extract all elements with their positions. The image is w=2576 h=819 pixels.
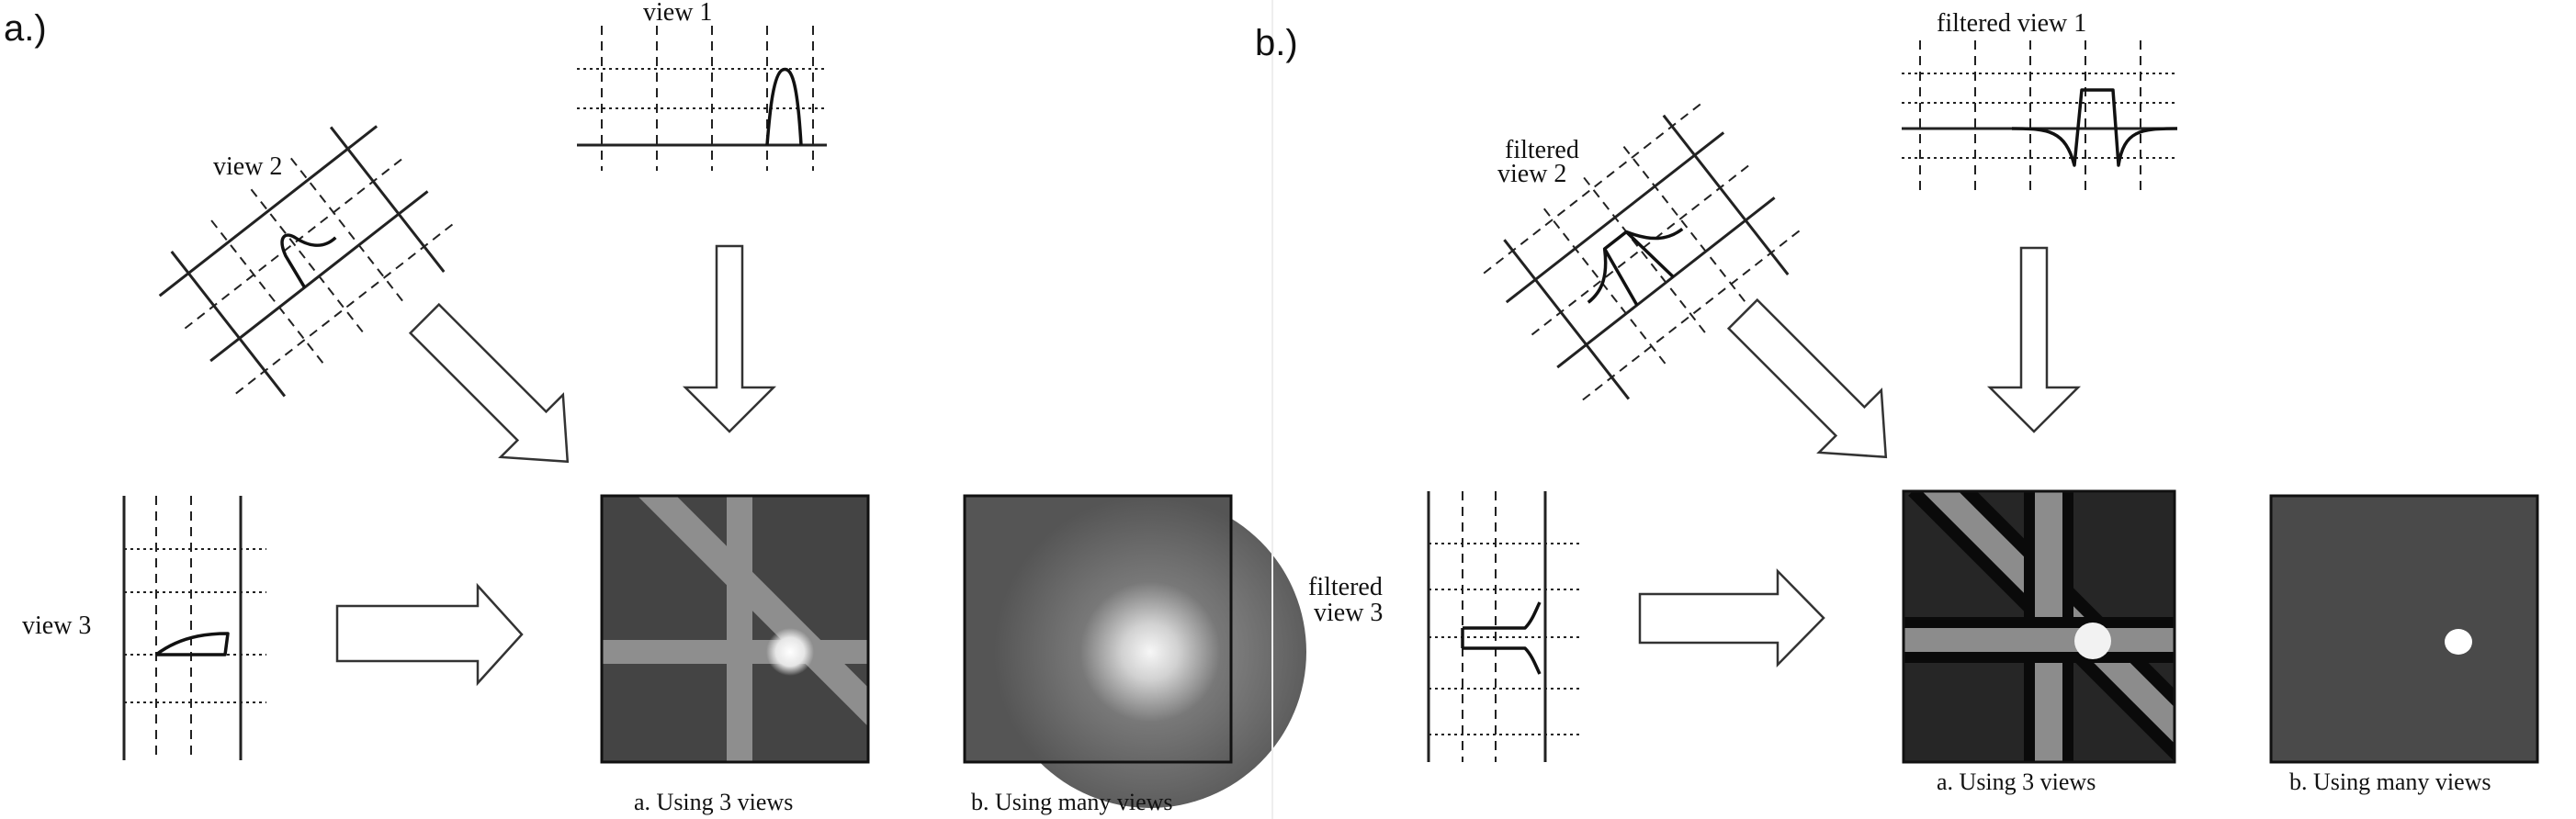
- panel-b-arrow-view2: [1726, 297, 1888, 459]
- panel-b-view3-label-line2: view 3: [1314, 599, 1383, 627]
- panel-b-view3-label-line1: filtered: [1308, 573, 1383, 601]
- panel-b-view2-profile: [1587, 227, 1684, 307]
- panel-a-caption-many: b. Using many views: [971, 789, 1173, 815]
- panel-a-view2-profile: [280, 233, 337, 288]
- panel-b-view3-profile: [1461, 601, 1542, 675]
- panel-a-view1-profile: [765, 67, 803, 146]
- panel-a-view1-label: view 1: [643, 0, 712, 27]
- panel-a-image-many: [963, 494, 1306, 808]
- panel-b-view2-grid: [1483, 103, 1801, 401]
- panel-b: b.) filtered view 1 filtered view 2: [1255, 9, 2539, 795]
- panel-b-view1-profile: [2011, 88, 2178, 167]
- panel-b-caption-3views: a. Using 3 views: [1937, 769, 2096, 795]
- panel-a-view3-profile: [154, 632, 230, 656]
- panel-b-arrow-view1: [1986, 246, 2082, 433]
- panel-a-view2-grid: [158, 125, 454, 398]
- panel-a-view1-grid: [577, 26, 827, 171]
- panel-a-arrow-view1: [682, 244, 777, 433]
- panel-b-view3-grid: [1427, 491, 1580, 762]
- panel-a-arrow-view2: [408, 302, 570, 464]
- panel-a: a.) view 1 view 2: [4, 0, 1306, 815]
- panel-a-view3-grid: [122, 496, 266, 760]
- panel-a-view2-label: view 2: [213, 152, 282, 181]
- panel-a-arrow-view3: [335, 582, 524, 687]
- panel-b-view1-label: filtered view 1: [1937, 9, 2086, 38]
- panel-b-label: b.): [1255, 23, 1298, 63]
- panel-a-image-3views: [600, 494, 870, 764]
- panel-b-view2-label-line2: view 2: [1497, 160, 1566, 188]
- panel-b-arrow-view3: [1638, 567, 1825, 668]
- panel-b-view1-grid: [1902, 40, 2178, 193]
- panel-b-image-3views: [1902, 489, 2176, 764]
- panel-b-caption-many: b. Using many views: [2289, 769, 2491, 795]
- panel-b-image-many: [2269, 494, 2539, 764]
- panel-a-caption-3views: a. Using 3 views: [634, 789, 793, 815]
- panel-a-label: a.): [4, 8, 47, 49]
- panel-a-view3-label: view 3: [22, 611, 91, 640]
- panel-b-view2-label-line1: filtered: [1505, 136, 1579, 164]
